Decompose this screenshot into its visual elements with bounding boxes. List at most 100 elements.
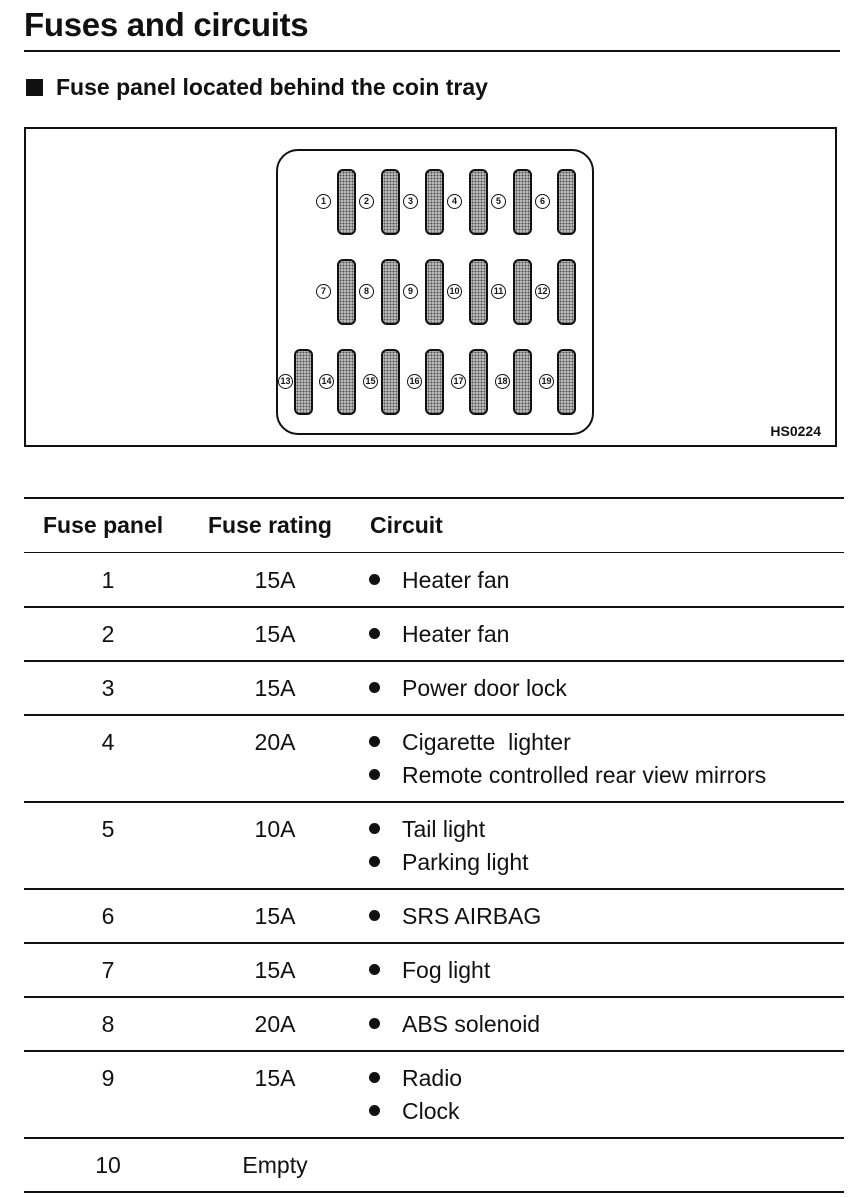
circuit-list: Fog light [369,954,490,987]
circuit-name: Tail light [402,816,486,842]
fuse-number-label: 13 [278,374,293,389]
fuse-number-label: 17 [451,374,466,389]
fuse-number-label: 12 [535,284,550,299]
fuse-8 [381,259,400,325]
fuse-9 [425,259,444,325]
fuse-4 [469,169,488,235]
fuse-7 [337,259,356,325]
circuit-name: Remote controlled rear view mirrors [402,762,767,788]
bullet-icon [369,628,380,639]
fuse-11 [513,259,532,325]
fuse-6 [557,169,576,235]
header-circuit: Circuit [370,512,443,538]
circuit-item: Parking light [369,846,529,879]
fuse-number-label: 6 [535,194,550,209]
circuit-item: Heater fan [369,618,509,651]
fuse-12 [557,259,576,325]
bullet-icon [369,1018,380,1029]
fuse-1 [337,169,356,235]
circuit-name: ABS solenoid [402,1011,541,1037]
bullet-icon [369,1072,380,1083]
fuse-number-label: 19 [539,374,554,389]
fuse-rating: 15A [254,621,296,647]
circuit-list: ABS solenoid [369,1008,540,1041]
fuse-rating: 20A [254,1011,296,1037]
fuse-rating: 20A [254,729,296,755]
fuse-number-label: 18 [495,374,510,389]
fuse-18 [513,349,532,415]
fuse-rating: 15A [254,957,296,983]
circuit-list: Heater fan [369,564,509,597]
circuit-name: Power door lock [402,675,567,701]
circuit-name: Heater fan [402,567,510,593]
title-divider [24,50,840,52]
fuse-panel-number: 3 [101,675,115,701]
circuit-item: Fog light [369,954,490,987]
table-top-divider [24,497,844,499]
fuse-panel-number: 6 [101,903,115,929]
fuse-5 [513,169,532,235]
fuse-10 [469,259,488,325]
bullet-icon [369,964,380,975]
fuse-panel-number: 9 [101,1065,115,1091]
bullet-icon [369,856,380,867]
bullet-icon [369,823,380,834]
square-bullet-icon [26,79,43,96]
fuse-number-label: 2 [359,194,374,209]
fuse-17 [469,349,488,415]
fuse-19 [557,349,576,415]
fuse-panel-number: 5 [101,816,115,842]
fuse-number-label: 1 [316,194,331,209]
fuse-number-label: 16 [407,374,422,389]
fuse-panel-number: 4 [101,729,115,755]
bullet-icon [369,910,380,921]
fuse-number-label: 5 [491,194,506,209]
circuit-item: Remote controlled rear view mirrors [369,759,766,792]
circuit-list: SRS AIRBAG [369,900,541,933]
circuit-name: Radio [402,1065,463,1091]
bullet-icon [369,769,380,780]
circuit-item: Heater fan [369,564,509,597]
fuse-number-label: 4 [447,194,462,209]
fuse-number-label: 8 [359,284,374,299]
circuit-name: Heater fan [402,621,510,647]
header-divider [24,552,844,553]
fuse-panel-number: 8 [101,1011,115,1037]
fuse-number-label: 3 [403,194,418,209]
header-fuse-rating: Fuse rating [208,512,332,538]
bullet-icon [369,1105,380,1116]
circuit-list: Power door lock [369,672,567,705]
fuse-panel-number: 7 [101,957,115,983]
fuse-panel-number: 2 [101,621,115,647]
section-heading: Fuse panel located behind the coin tray [26,74,488,101]
table-row: 8 20A ABS solenoid [24,998,844,1052]
fuse-number-label: 11 [491,284,506,299]
fuse-panel-number: 1 [101,567,115,593]
circuit-name: Fog light [402,957,491,983]
circuit-item: ABS solenoid [369,1008,540,1041]
bullet-icon [369,736,380,747]
fuse-rating: 10A [254,816,296,842]
fuse-2 [381,169,400,235]
fuse-rating: Empty [242,1152,308,1178]
table-row: 3 15A Power door lock [24,662,844,716]
fuse-number-label: 7 [316,284,331,299]
fuse-number-label: 14 [319,374,334,389]
circuit-item: Power door lock [369,672,567,705]
fuse-13 [294,349,313,415]
circuit-item: SRS AIRBAG [369,900,541,933]
circuit-item: Radio [369,1062,462,1095]
circuit-item: Cigarette lighter [369,726,766,759]
fuse-15 [381,349,400,415]
circuit-item: Tail light [369,813,529,846]
circuit-list: Heater fan [369,618,509,651]
circuit-name: Clock [402,1098,460,1124]
fuse-rating: 15A [254,675,296,701]
